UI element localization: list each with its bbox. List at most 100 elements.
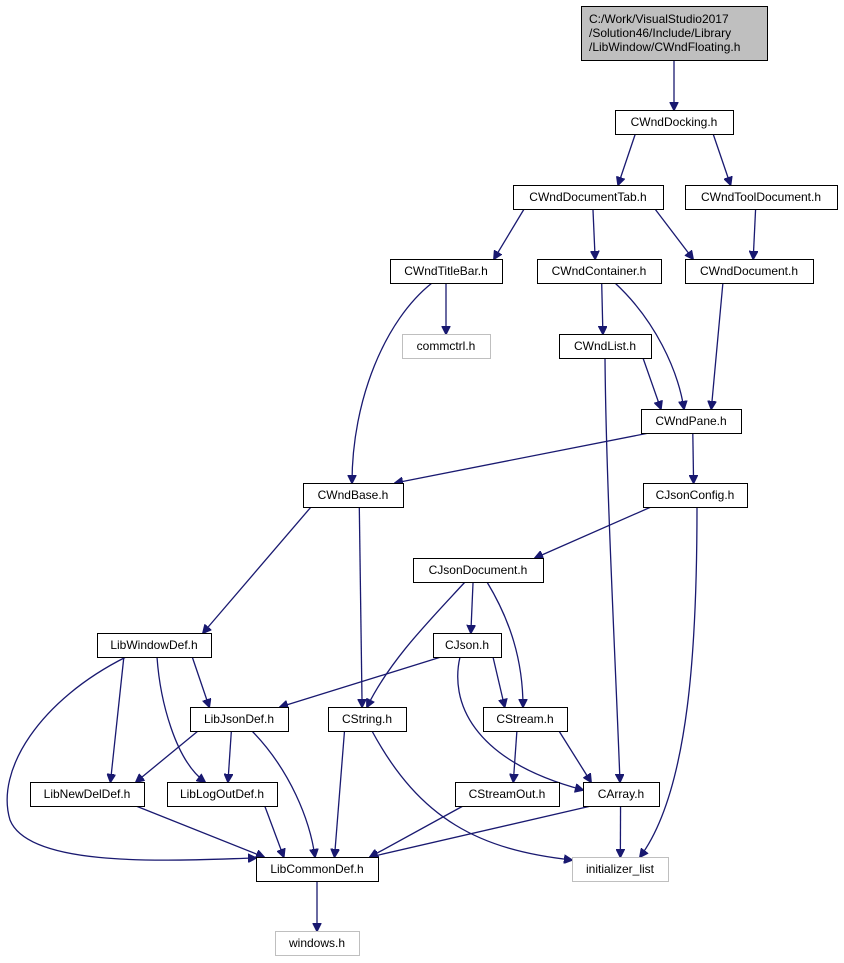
node-cjson[interactable]: CJson.h [433, 633, 502, 658]
edges-layer [6, 60, 755, 931]
node-cjsonconfig[interactable]: CJsonConfig.h [643, 483, 748, 508]
node-label: CStream.h [496, 712, 553, 726]
edge-cstreamout-to-libcommondef [370, 805, 464, 857]
edge-cwndtooldocument-to-cwnddocument [753, 208, 755, 259]
node-label: CJsonDocument.h [429, 563, 528, 577]
edge-libjsondef-to-libnewdeldef [136, 730, 199, 782]
node-label: LibWindowDef.h [110, 638, 197, 652]
node-libnewdeldef[interactable]: LibNewDelDef.h [30, 782, 145, 807]
node-box [483, 707, 568, 732]
node-box [559, 334, 652, 359]
edge-cstream-to-carray [558, 730, 591, 782]
node-box [581, 6, 768, 61]
node-cwndpane[interactable]: CWndPane.h [641, 409, 742, 434]
node-box [256, 857, 379, 882]
edge-cwnddocumenttab-to-cwndtitlebar [494, 208, 525, 259]
edge-cwndlist-to-cwndpane [642, 357, 661, 409]
edge-cwndcontainer-to-cwndpane [614, 282, 684, 409]
edge-cjsondocument-to-cstream [486, 581, 523, 707]
node-label: CString.h [342, 712, 392, 726]
node-label: CJsonConfig.h [656, 488, 735, 502]
node-label: CWndTitleBar.h [404, 264, 488, 278]
node-label: windows.h [288, 936, 345, 950]
node-libcommondef[interactable]: LibCommonDef.h [256, 857, 379, 882]
edge-cstring-to-libcommondef [335, 730, 346, 857]
edge-libwindowdef-to-libcommondef [6, 656, 256, 860]
node-label: CWndDocking.h [631, 115, 718, 129]
edge-cwnddocumenttab-to-cwndcontainer [593, 208, 595, 259]
node-windows: windows.h [275, 931, 360, 956]
edge-libwindowdef-to-liblogoutdef [156, 656, 205, 782]
node-label: CWndToolDocument.h [701, 190, 821, 204]
node-label: /Solution46/Include/Library [589, 26, 731, 40]
edge-cwndtitlebar-to-cwndbase [352, 282, 433, 483]
node-root[interactable]: C:/Work/VisualStudio2017/Solution46/Incl… [581, 6, 768, 61]
node-cwndcontainer[interactable]: CWndContainer.h [537, 259, 662, 284]
edge-cwndpane-to-cjsonconfig [693, 432, 694, 483]
node-cwnddocument[interactable]: CWndDocument.h [685, 259, 814, 284]
node-label: CWndContainer.h [552, 264, 647, 278]
node-box [455, 782, 560, 807]
node-libwindowdef[interactable]: LibWindowDef.h [97, 633, 212, 658]
node-box [537, 259, 662, 284]
node-box [513, 185, 664, 210]
node-box [433, 633, 502, 658]
edge-cstream-to-cstreamout [513, 730, 517, 782]
edge-cjsondocument-to-cstring [367, 581, 466, 707]
node-label: CWndList.h [574, 339, 636, 353]
node-libjsondef[interactable]: LibJsonDef.h [190, 707, 289, 732]
node-box [167, 782, 278, 807]
node-cstreamout[interactable]: CStreamOut.h [455, 782, 560, 807]
edge-cwnddocument-to-cwndpane [711, 282, 724, 409]
node-box [190, 707, 289, 732]
edge-cjsondocument-to-cjson [471, 581, 473, 633]
edge-libwindowdef-to-libnewdeldef [110, 656, 125, 782]
edge-libwindowdef-to-libjsondef [191, 656, 209, 707]
node-liblogoutdef[interactable]: LibLogOutDef.h [167, 782, 278, 807]
node-label: CArray.h [598, 787, 644, 801]
edge-cwndlist-to-carray [604, 357, 620, 782]
edge-cjson-to-libjsondef [280, 656, 442, 707]
node-label: CStreamOut.h [469, 787, 546, 801]
node-box [572, 857, 669, 882]
node-cjsondocument[interactable]: CJsonDocument.h [413, 558, 544, 583]
node-box [275, 931, 360, 956]
node-label: initializer_list [586, 862, 655, 876]
edge-cjsonconfig-to-cjsondocument [535, 506, 652, 558]
node-label: LibJsonDef.h [204, 712, 274, 726]
node-box [30, 782, 145, 807]
node-box [685, 259, 814, 284]
node-cwndtitlebar[interactable]: CWndTitleBar.h [390, 259, 503, 284]
node-initializer_list: initializer_list [572, 857, 669, 882]
edge-carray-to-libcommondef [370, 805, 592, 857]
node-cwnddocumenttab[interactable]: CWndDocumentTab.h [513, 185, 664, 210]
node-carray[interactable]: CArray.h [583, 782, 660, 807]
edge-cjson-to-cstream [492, 656, 505, 707]
node-label: CWndDocument.h [700, 264, 798, 278]
node-label: LibCommonDef.h [270, 862, 363, 876]
edge-libjsondef-to-libcommondef [251, 730, 315, 857]
node-cwnddocking[interactable]: CWndDocking.h [615, 110, 734, 135]
edge-cstring-to-initializer_list [371, 730, 572, 860]
node-cwndlist[interactable]: CWndList.h [559, 334, 652, 359]
node-box [390, 259, 503, 284]
node-label: CWndPane.h [655, 414, 726, 428]
node-cwndbase[interactable]: CWndBase.h [303, 483, 404, 508]
node-commctrl: commctrl.h [402, 334, 491, 359]
node-box [413, 558, 544, 583]
node-box [583, 782, 660, 807]
nodes-layer: C:/Work/VisualStudio2017/Solution46/Incl… [30, 6, 838, 956]
node-box [615, 110, 734, 135]
node-label: LibLogOutDef.h [180, 787, 264, 801]
edge-cwndbase-to-cstring [359, 506, 362, 707]
node-label: commctrl.h [417, 339, 476, 353]
node-cstream[interactable]: CStream.h [483, 707, 568, 732]
node-cstring[interactable]: CString.h [328, 707, 407, 732]
edge-libjsondef-to-liblogoutdef [228, 730, 231, 782]
node-box [328, 707, 407, 732]
edge-liblogoutdef-to-libcommondef [264, 805, 284, 857]
node-cwndtooldocument[interactable]: CWndToolDocument.h [685, 185, 838, 210]
edge-cjsonconfig-to-initializer_list [640, 506, 698, 857]
node-box [402, 334, 491, 359]
